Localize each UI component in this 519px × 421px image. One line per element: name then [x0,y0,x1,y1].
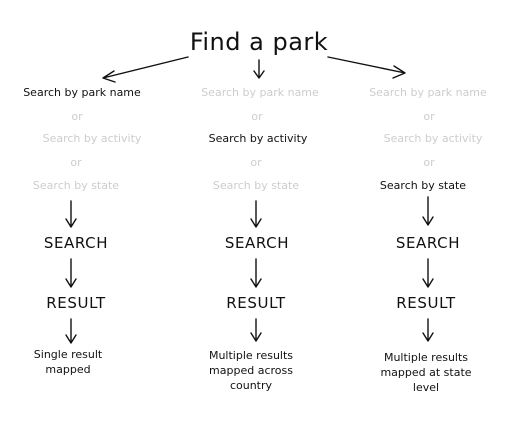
col2-search-label: SEARCH [224,234,290,252]
arrow-col1-state-to-search [65,200,77,228]
col3-or-1: or [423,110,435,123]
col3-option-park-name: Search by park name [369,86,487,99]
col2-option-activity: Search by activity [208,132,308,145]
col1-outcome: Single result mapped [33,348,103,376]
col1-search-label: SEARCH [43,234,109,252]
arrow-col3-search-to-result [422,258,434,288]
col1-option-park-name: Search by park name [23,86,141,99]
col2-result-label: RESULT [226,294,286,312]
col3-option-activity: Search by activity [383,132,483,145]
arrow-col2-state-to-search [250,200,262,228]
col1-result-label: RESULT [46,294,106,312]
col2-option-park-name: Search by park name [201,86,319,99]
col1-option-state: Search by state [32,179,120,192]
arrow-title-to-column-3 [327,56,406,79]
col3-or-2: or [423,156,435,169]
col2-or-2: or [250,156,262,169]
arrow-title-to-column-2 [253,59,265,79]
arrow-col2-result-to-outcome [250,318,262,342]
arrow-col3-state-to-search [422,196,434,226]
col1-or-2: or [70,156,82,169]
col3-search-label: SEARCH [395,234,461,252]
col3-option-state: Search by state [379,179,467,192]
arrow-col1-search-to-result [65,258,77,288]
col2-option-state: Search by state [212,179,300,192]
col1-or-1: or [71,110,83,123]
arrow-col2-search-to-result [250,258,262,288]
diagram-title: Find a park [189,28,329,56]
arrow-col3-result-to-outcome [422,318,434,342]
col2-or-1: or [251,110,263,123]
col2-outcome: Multiple results mapped across country [208,349,294,392]
col1-option-activity: Search by activity [42,132,142,145]
col3-outcome: Multiple results mapped at state level [380,351,472,394]
arrow-col1-result-to-outcome [65,318,77,344]
arrow-title-to-column-1 [102,56,189,83]
col3-result-label: RESULT [396,294,456,312]
